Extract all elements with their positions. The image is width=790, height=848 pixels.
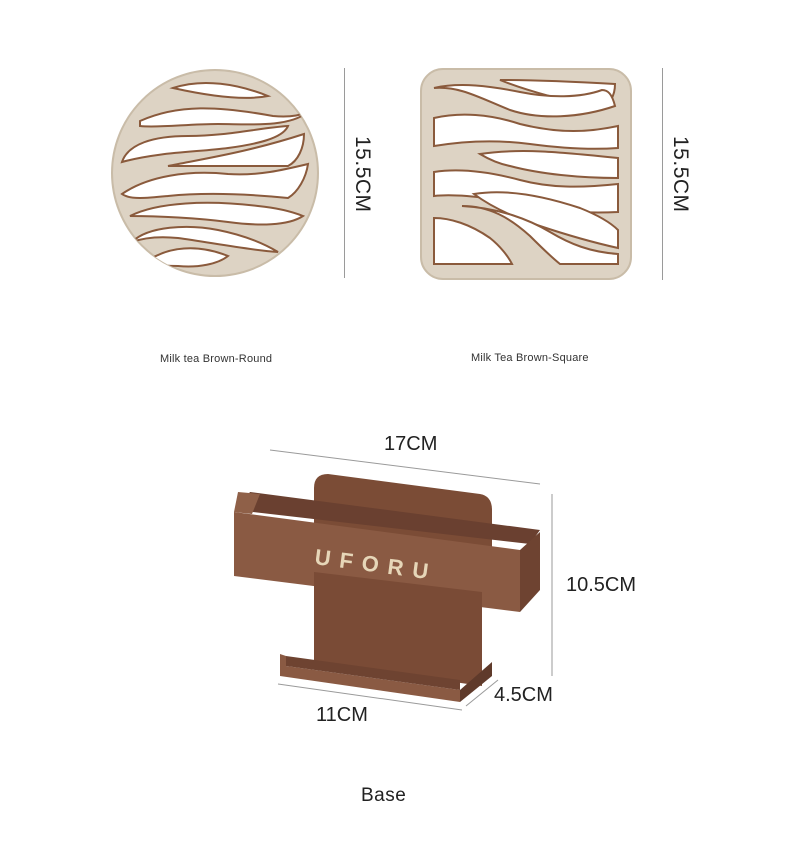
base-caption: Base (361, 785, 407, 806)
square-caption: Milk Tea Brown-Square (471, 352, 589, 364)
base-product-image: UFORU (234, 449, 553, 711)
base-depth-label: 4.5CM (494, 684, 553, 706)
square-coaster-image (420, 68, 632, 280)
round-dimension-label: 15.5CM (351, 136, 374, 213)
round-caption: Milk tea Brown-Round (160, 353, 273, 365)
square-dimension-label: 15.5CM (669, 136, 692, 213)
square-dimension-line (662, 68, 663, 280)
base-bottom-width-label: 11CM (316, 704, 368, 726)
round-coaster-image (111, 69, 319, 277)
base-height-label: 10.5CM (566, 574, 637, 596)
base-width-label: 17CM (384, 433, 438, 455)
round-dimension-line (344, 68, 345, 278)
